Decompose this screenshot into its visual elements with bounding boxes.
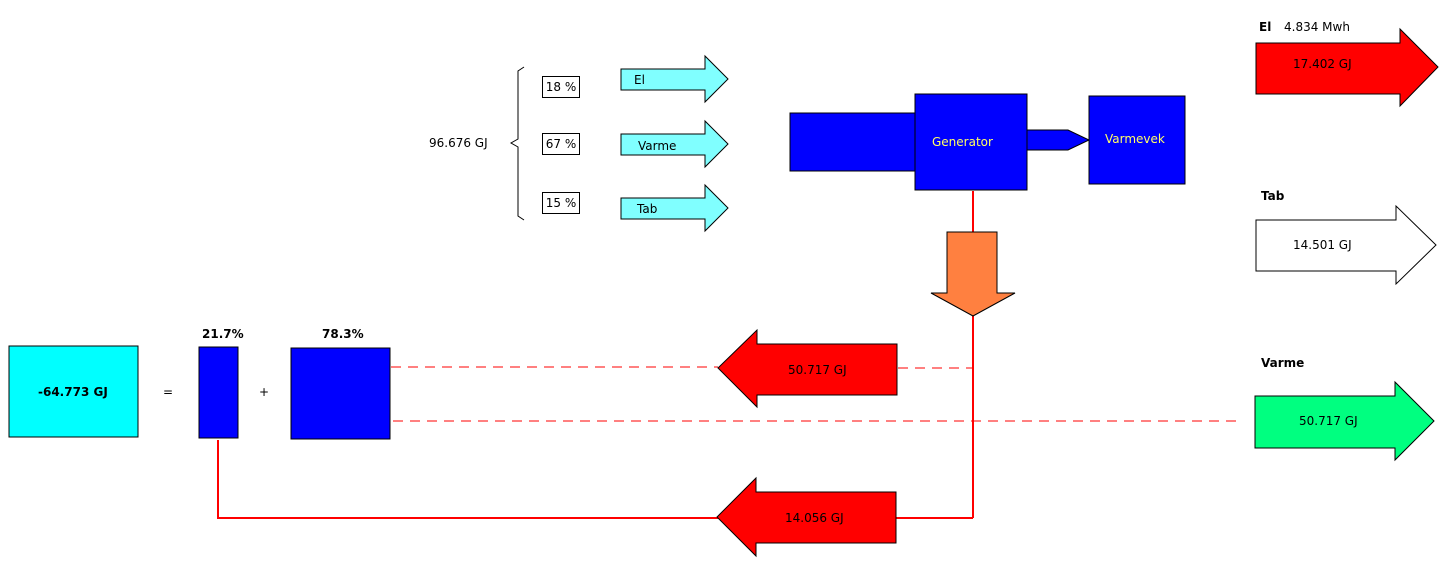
output-varme-title: Varme <box>1261 356 1304 370</box>
input-arrow-el-label: El <box>634 73 645 87</box>
output-varme-value: 50.717 GJ <box>1299 414 1358 428</box>
pct-box-tab: 15 % <box>542 192 580 214</box>
generator-to-heat-exchanger-arrow <box>1026 129 1091 151</box>
return-lower-value: 14.056 GJ <box>785 511 844 525</box>
input-arrow-tab-label: Tab <box>636 202 657 216</box>
input-total-label: 96.676 GJ <box>429 136 488 150</box>
balance-part1: 21.7% <box>198 327 244 439</box>
balance-total-value: -64.773 GJ <box>38 385 108 399</box>
output-el-value: 17.402 GJ <box>1293 57 1352 71</box>
heat-exchanger-label: Varmevek <box>1105 132 1165 146</box>
return-arrow-lower: 14.056 GJ <box>716 476 897 558</box>
pct-box-el: 18 % <box>542 76 580 98</box>
output-tab: Tab 14.501 GJ <box>1255 189 1437 286</box>
heat-exchanger-block: Varmevek <box>1088 95 1186 185</box>
plus-sign: + <box>259 385 269 399</box>
output-el-title: El <box>1259 20 1271 34</box>
balance-part2: 78.3% <box>290 327 391 440</box>
return-upper-value: 50.717 GJ <box>788 363 847 377</box>
input-arrow-varme-label: Varme <box>638 139 676 153</box>
engine-block <box>789 112 917 172</box>
input-brace <box>509 66 525 221</box>
output-tab-title: Tab <box>1261 189 1285 203</box>
output-el-mwh: 4.834 Mwh <box>1284 20 1350 34</box>
pct-box-varme: 67 % <box>542 133 580 155</box>
return-arrow-upper: 50.717 GJ <box>717 328 898 409</box>
part1-connector-line <box>217 440 718 519</box>
balance-total-box: -64.773 GJ <box>8 345 139 438</box>
generator-block: Generator <box>914 93 1028 191</box>
input-arrow-tab: Tab <box>620 183 729 233</box>
part2-pct-label: 78.3% <box>322 327 364 341</box>
connectors <box>217 191 1240 519</box>
output-varme: Varme 50.717 GJ <box>1254 356 1435 462</box>
input-arrow-varme: Varme <box>620 119 729 169</box>
part1-pct-label: 21.7% <box>202 327 244 341</box>
output-tab-value: 14.501 GJ <box>1293 238 1352 252</box>
equals-sign: = <box>163 385 173 399</box>
loss-down-arrow <box>930 231 1016 317</box>
output-el: El 4.834 Mwh 17.402 GJ <box>1255 20 1439 108</box>
input-arrow-el: El <box>620 54 729 104</box>
generator-label: Generator <box>932 135 993 149</box>
